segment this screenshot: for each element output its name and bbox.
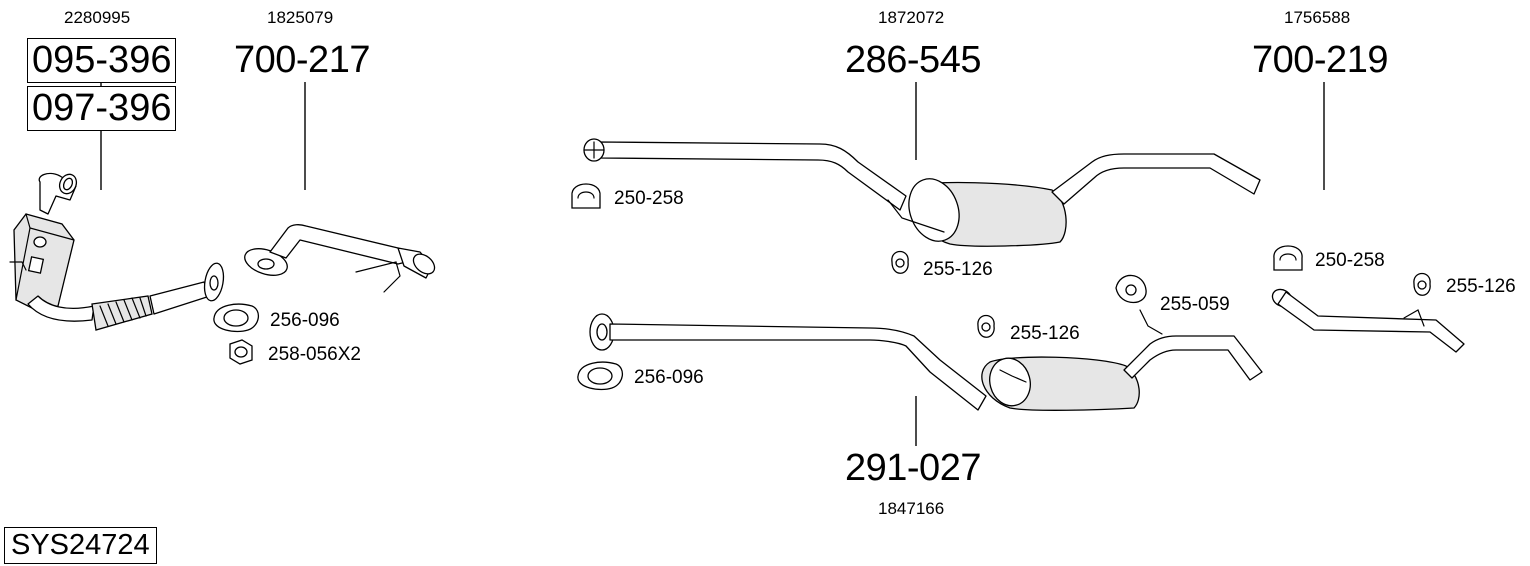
hanger-ring-icon: [1115, 274, 1163, 335]
accessory-label: 258-056X2: [268, 344, 361, 365]
oem-number: 1872072: [878, 8, 945, 27]
tail-pipe-700-219: [1271, 288, 1465, 353]
middle-silencer-286-545: [583, 138, 1261, 247]
hanger-icon-mid-low: [977, 314, 995, 338]
oem-number: 1756588: [1284, 8, 1351, 27]
part-number: 700-219: [1252, 39, 1388, 81]
gasket-icon-left: [213, 303, 259, 333]
oem-number: 2280995: [64, 8, 131, 27]
catalytic-converter-part: [9, 172, 225, 331]
system-code: SYS24724: [4, 527, 157, 564]
accessory-label: 255-059: [1160, 294, 1230, 315]
hanger-icon-right: [1413, 272, 1431, 296]
clamp-icon-top: [571, 183, 601, 209]
accessory-label: 250-258: [614, 188, 684, 209]
intermediate-pipe-700-217: [244, 224, 436, 293]
gasket-icon-mid: [577, 361, 623, 391]
part-number: 700-217: [234, 39, 370, 81]
accessory-label: 250-258: [1315, 250, 1385, 271]
part-number-boxed: 097-396: [27, 86, 177, 131]
part-number: 286-545: [845, 39, 981, 81]
nut-icon: [229, 339, 253, 365]
hanger-icon-mid-top: [891, 250, 909, 274]
accessory-label: 255-126: [1446, 276, 1516, 297]
accessory-label: 256-096: [634, 367, 704, 388]
clamp-icon-right: [1273, 245, 1303, 271]
accessory-label: 255-126: [923, 259, 993, 280]
oem-number: 1847166: [878, 499, 945, 518]
part-number: 291-027: [845, 447, 981, 489]
part-number-boxed: 095-396: [27, 38, 177, 83]
rear-silencer-291-027: [589, 313, 1263, 411]
leader-lines: [100, 80, 1325, 446]
oem-number: 1825079: [267, 8, 334, 27]
accessory-label: 255-126: [1010, 323, 1080, 344]
accessory-label: 256-096: [270, 310, 340, 331]
